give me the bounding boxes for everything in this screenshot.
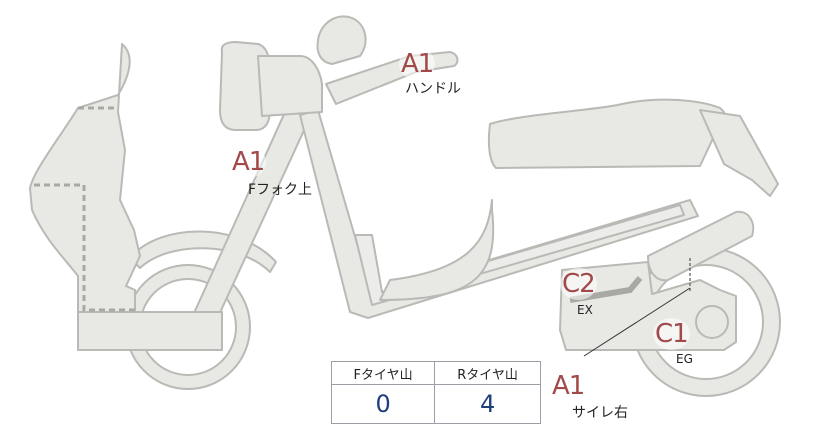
part-label-handle: ハンドル xyxy=(405,81,461,97)
part-label-eg: EG xyxy=(676,352,693,366)
seat xyxy=(487,98,727,169)
step-board xyxy=(77,311,223,351)
part-label-ffork: Fフォク上 xyxy=(248,182,313,198)
front-tread-value: 0 xyxy=(330,384,436,424)
underbody xyxy=(379,199,495,301)
part-label-ex: EX xyxy=(577,303,593,317)
mirror xyxy=(316,15,367,65)
engine xyxy=(559,261,737,351)
floor-frame xyxy=(299,109,699,319)
rear-tread-header: Rタイヤ山 xyxy=(434,361,541,385)
grade-side-crack: A1 xyxy=(550,370,587,402)
grade-eg: C1 xyxy=(653,318,690,350)
grade-ex: C2 xyxy=(560,268,597,300)
rear-tread-value: 4 xyxy=(434,384,541,424)
airbox xyxy=(647,210,755,282)
grade-ffork: A1 xyxy=(230,146,267,178)
tire-tread-table: Fタイヤ山 Rタイヤ山 0 4 xyxy=(330,361,541,424)
front-tread-header: Fタイヤ山 xyxy=(330,361,436,385)
grade-handle: A1 xyxy=(399,48,436,80)
rear-cowl xyxy=(699,109,779,197)
part-label-side-crack: サイレ右 xyxy=(572,405,628,421)
